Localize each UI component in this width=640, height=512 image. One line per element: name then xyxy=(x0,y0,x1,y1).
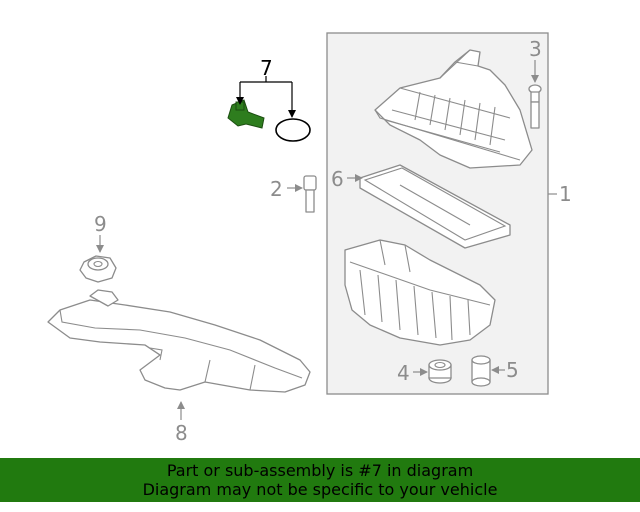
grommet-part-4 xyxy=(428,359,452,384)
part-notice-banner: Part or sub-assembly is #7 in diagram Di… xyxy=(0,458,640,502)
callout-2: 2 xyxy=(270,177,283,201)
callout-3: 3 xyxy=(529,37,542,61)
air-duct-part-8 xyxy=(47,289,311,393)
air-filter-part-6 xyxy=(359,164,511,249)
nut-part-9 xyxy=(79,255,117,283)
bolt-part-3 xyxy=(528,84,542,129)
callout-9: 9 xyxy=(94,212,107,236)
callout-5: 5 xyxy=(506,358,519,382)
banner-line-1: Part or sub-assembly is #7 in diagram xyxy=(166,461,474,480)
callout-8: 8 xyxy=(175,421,188,445)
callout-4: 4 xyxy=(397,361,410,385)
air-cleaner-lid xyxy=(374,49,533,169)
callout-1: 1 xyxy=(559,182,572,206)
bushing-part-5 xyxy=(471,355,491,387)
screw-part-2 xyxy=(303,175,317,213)
banner-line-2: Diagram may not be specific to your vehi… xyxy=(142,480,498,499)
callout-7: 7 xyxy=(260,56,273,80)
o-ring-part-7 xyxy=(275,118,311,142)
sensor-part-7 xyxy=(227,99,265,129)
air-cleaner-body xyxy=(344,239,496,346)
callout-6: 6 xyxy=(331,167,344,191)
